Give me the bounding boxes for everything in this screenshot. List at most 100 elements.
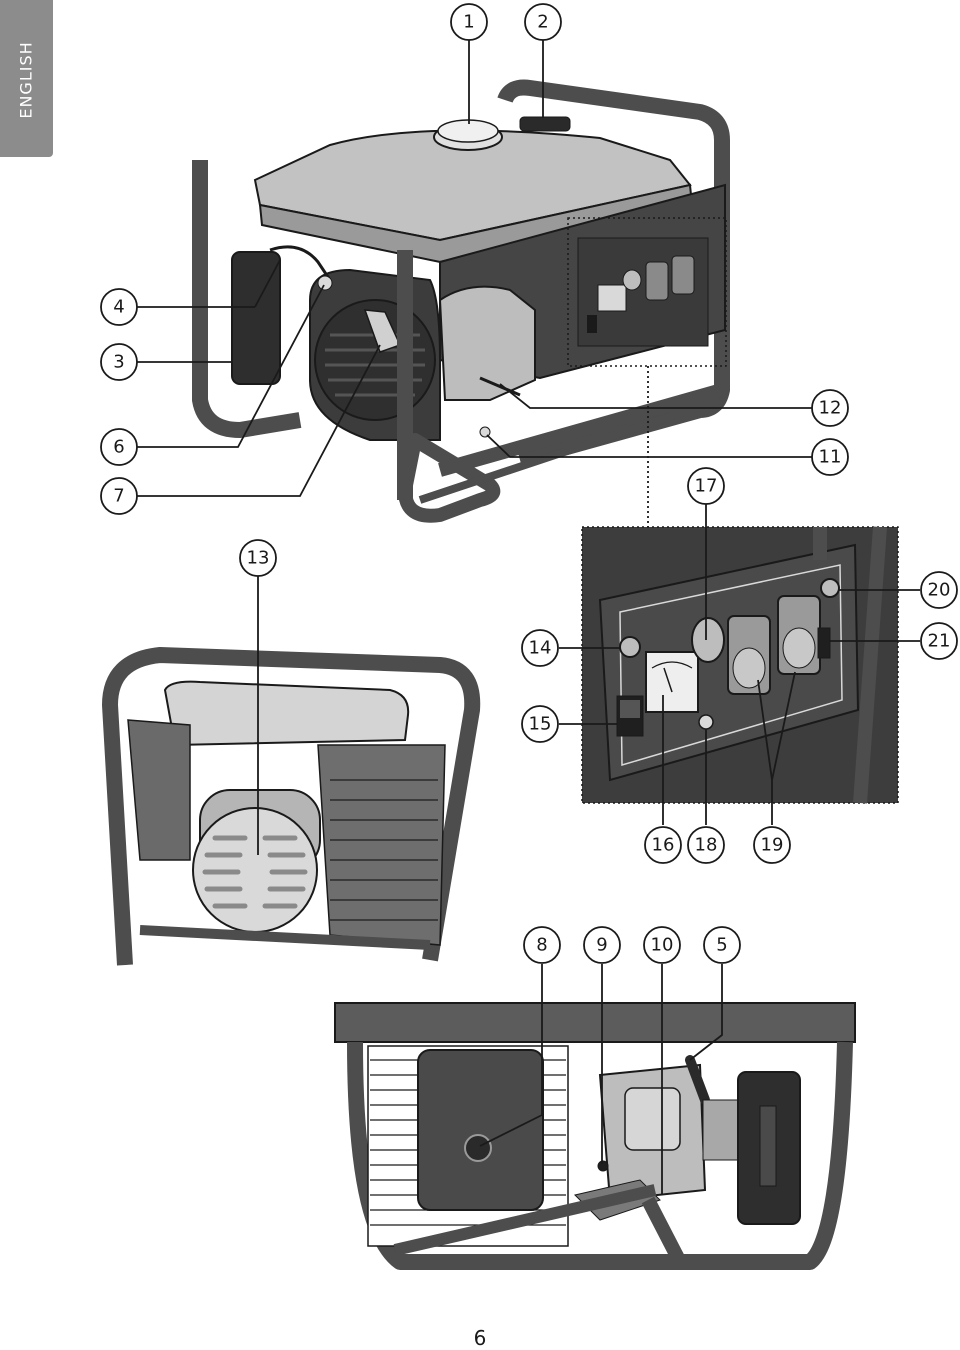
svg-text:17: 17 [695, 476, 718, 497]
detail-box [567, 217, 727, 367]
callout-10: 10 [643, 926, 681, 964]
spark-plug-cap [685, 1055, 710, 1105]
svg-text:8: 8 [536, 935, 547, 956]
svg-text:15: 15 [529, 714, 552, 735]
muffler-grille [330, 779, 438, 921]
svg-text:6: 6 [113, 437, 124, 458]
svg-text:10: 10 [651, 935, 674, 956]
svg-text:16: 16 [652, 835, 675, 856]
svg-text:18: 18 [695, 835, 718, 856]
svg-text:5: 5 [716, 935, 727, 956]
mini-breaker-icon [622, 269, 642, 291]
callout-2: 2 [524, 3, 562, 41]
callout-13: 13 [239, 539, 277, 577]
callout-11: 11 [811, 438, 849, 476]
control-panel-detail [559, 504, 920, 825]
callout-17: 17 [687, 467, 725, 505]
callout-3: 3 [100, 343, 138, 381]
voltmeter-scale [651, 661, 693, 669]
side-frame [102, 647, 481, 966]
power-switch-rocker [620, 700, 640, 718]
svg-text:7: 7 [113, 486, 124, 507]
fuel-valve-icon [317, 275, 333, 291]
mini-switch-icon [587, 315, 597, 333]
rear-leg [641, 1196, 687, 1266]
callout-16: 16 [644, 826, 682, 864]
callout-1: 1 [450, 3, 488, 41]
callout-7: 7 [100, 477, 138, 515]
frame-left [192, 160, 302, 438]
panel-detail-box [581, 526, 899, 804]
callout-19: 19 [753, 826, 791, 864]
svg-text:14: 14 [529, 638, 552, 659]
callout-9: 9 [583, 926, 621, 964]
rear-base [393, 1184, 657, 1256]
callout-18: 18 [687, 826, 725, 864]
side-panel [127, 719, 191, 861]
switch-lever [479, 376, 521, 397]
frame-base [398, 433, 501, 523]
generator-rear-view [334, 964, 856, 1270]
callouts: 1 2 4 3 6 7 12 11 17 13 20 21 14 15 16 1… [100, 3, 958, 964]
svg-text:11: 11 [819, 447, 842, 468]
valve-cover-plate [624, 1087, 681, 1151]
frame-rail [438, 383, 724, 477]
rear-frame [347, 1041, 853, 1270]
callout-20: 20 [920, 571, 958, 609]
alternator-vents [202, 835, 308, 909]
callout-5: 5 [703, 926, 741, 964]
page-number: 6 [473, 1326, 487, 1350]
svg-text:2: 2 [537, 12, 548, 33]
cylinder-head [438, 285, 536, 401]
language-tab: ENGLISH [0, 0, 53, 157]
voltmeter-needle [663, 667, 673, 693]
fuel-cap-top [437, 119, 499, 143]
air-filter-icon [231, 251, 281, 385]
generator-side-view [102, 575, 481, 966]
mini-voltmeter-icon [597, 284, 627, 312]
callout-12: 12 [811, 389, 849, 427]
reset-button-icon [820, 578, 840, 598]
leader-lines-rear [479, 964, 723, 1195]
callout-6: 6 [100, 428, 138, 466]
svg-text:4: 4 [113, 297, 124, 318]
svg-text:21: 21 [928, 631, 951, 652]
frame-rail-2 [418, 396, 722, 504]
mini-socket-icon [671, 255, 695, 295]
oil-drain-icon [597, 1160, 609, 1172]
side-base [139, 925, 431, 950]
callout-14: 14 [521, 629, 559, 667]
exhaust-outlet [464, 1134, 492, 1162]
indicator-light-icon [619, 636, 641, 658]
leader-lines-panel [559, 504, 920, 825]
svg-text:1: 1 [463, 12, 474, 33]
side-tank [163, 680, 410, 747]
leader-lines-main [137, 40, 812, 528]
svg-text:3: 3 [113, 352, 124, 373]
callout-21: 21 [920, 622, 958, 660]
air-filter-clip [759, 1105, 777, 1187]
svg-text:13: 13 [247, 548, 270, 569]
voltmeter-icon [645, 651, 699, 713]
rear-tank-edge [334, 1002, 856, 1043]
mini-socket-icon [645, 261, 669, 301]
callout-15: 15 [521, 705, 559, 743]
svg-text:20: 20 [928, 580, 951, 601]
circuit-breaker-icon [691, 617, 725, 663]
callout-4: 4 [100, 288, 138, 326]
generator-main-view [137, 40, 812, 528]
svg-text:19: 19 [761, 835, 784, 856]
fuel-hose [269, 245, 332, 281]
svg-text:12: 12 [819, 398, 842, 419]
muffler-icon [417, 1049, 544, 1211]
fuel-gauge-icon [519, 116, 571, 132]
ground-terminal-icon [698, 714, 714, 730]
svg-text:9: 9 [596, 935, 607, 956]
socket-face [732, 647, 766, 689]
panel-frame [813, 526, 887, 804]
side-muffler [317, 744, 446, 946]
socket-face [782, 627, 816, 669]
oil-alert-icon [817, 627, 831, 659]
callout-8: 8 [523, 926, 561, 964]
